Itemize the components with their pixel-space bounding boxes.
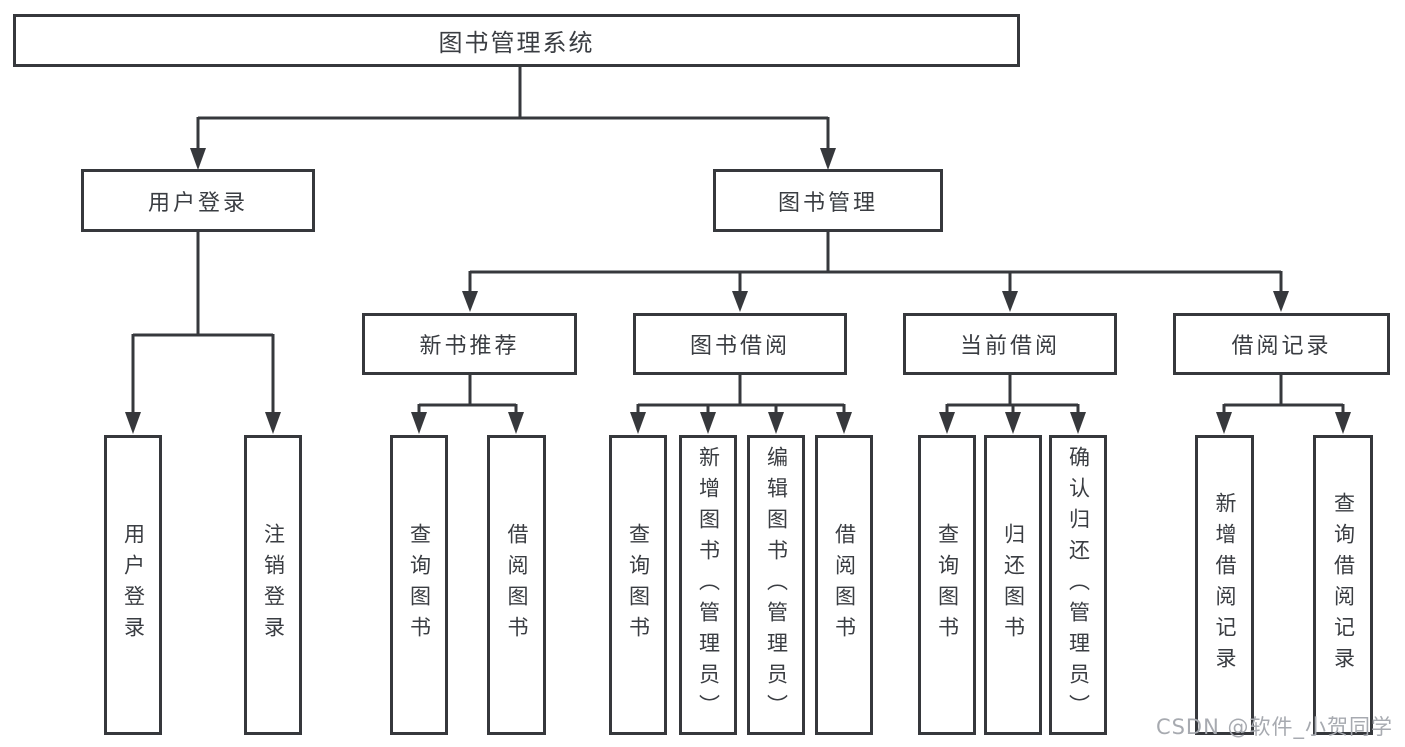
node-user-login: 用户登录 (81, 169, 315, 232)
node-label: 借阅记录 (1231, 334, 1332, 359)
leaf-query-borrow-record: 查询借阅记录 (1313, 435, 1373, 735)
node-label: 新书推荐 (419, 334, 520, 359)
leaf-edit-book-admin: 编辑图书（管理员） (747, 435, 805, 735)
leaf-add-book-admin: 新增图书（管理员） (679, 435, 737, 735)
node-label: 新增借阅记录 (1213, 492, 1237, 678)
node-label: 编辑图书（管理员） (764, 445, 789, 725)
node-label: 查询借阅记录 (1331, 492, 1356, 678)
node-label: 新增图书（管理员） (696, 445, 721, 725)
leaf-borrow-books-recommend: 借阅图书 (487, 435, 546, 735)
node-book-management: 图书管理 (713, 169, 943, 232)
node-new-book-recommend: 新书推荐 (362, 313, 577, 375)
node-label: 用户登录 (147, 190, 248, 216)
node-label: 注销登录 (261, 523, 286, 647)
node-borrowing-records: 借阅记录 (1173, 313, 1390, 375)
leaf-query-books-borrowing: 查询图书 (609, 435, 667, 735)
node-label: 图书管理系统 (438, 29, 595, 57)
node-label: 借阅图书 (505, 523, 529, 647)
node-current-borrowing: 当前借阅 (903, 313, 1117, 375)
node-label: 归还图书 (1001, 523, 1026, 647)
node-label: 当前借阅 (959, 334, 1060, 359)
node-label: 查询图书 (935, 523, 960, 647)
node-label: 查询图书 (626, 523, 651, 647)
node-label: 图书借阅 (689, 334, 790, 359)
node-label: 借阅图书 (832, 523, 857, 647)
leaf-query-books-recommend: 查询图书 (390, 435, 448, 735)
leaf-borrow-books-borrowing: 借阅图书 (815, 435, 873, 735)
node-label: 确认归还（管理员） (1066, 445, 1091, 725)
watermark: CSDN @软件_小贺同学 (1155, 715, 1393, 739)
leaf-query-books-current: 查询图书 (918, 435, 976, 735)
leaf-return-books: 归还图书 (984, 435, 1042, 735)
node-label: 查询图书 (407, 523, 432, 647)
node-label: 用户登录 (121, 523, 146, 647)
node-book-borrowing: 图书借阅 (633, 313, 847, 375)
leaf-user-login: 用户登录 (104, 435, 162, 735)
leaf-add-borrow-record: 新增借阅记录 (1195, 435, 1254, 735)
node-label: 图书管理 (777, 190, 878, 216)
leaf-confirm-return-admin: 确认归还（管理员） (1049, 435, 1107, 735)
node-root: 图书管理系统 (13, 14, 1020, 67)
leaf-logout: 注销登录 (244, 435, 302, 735)
